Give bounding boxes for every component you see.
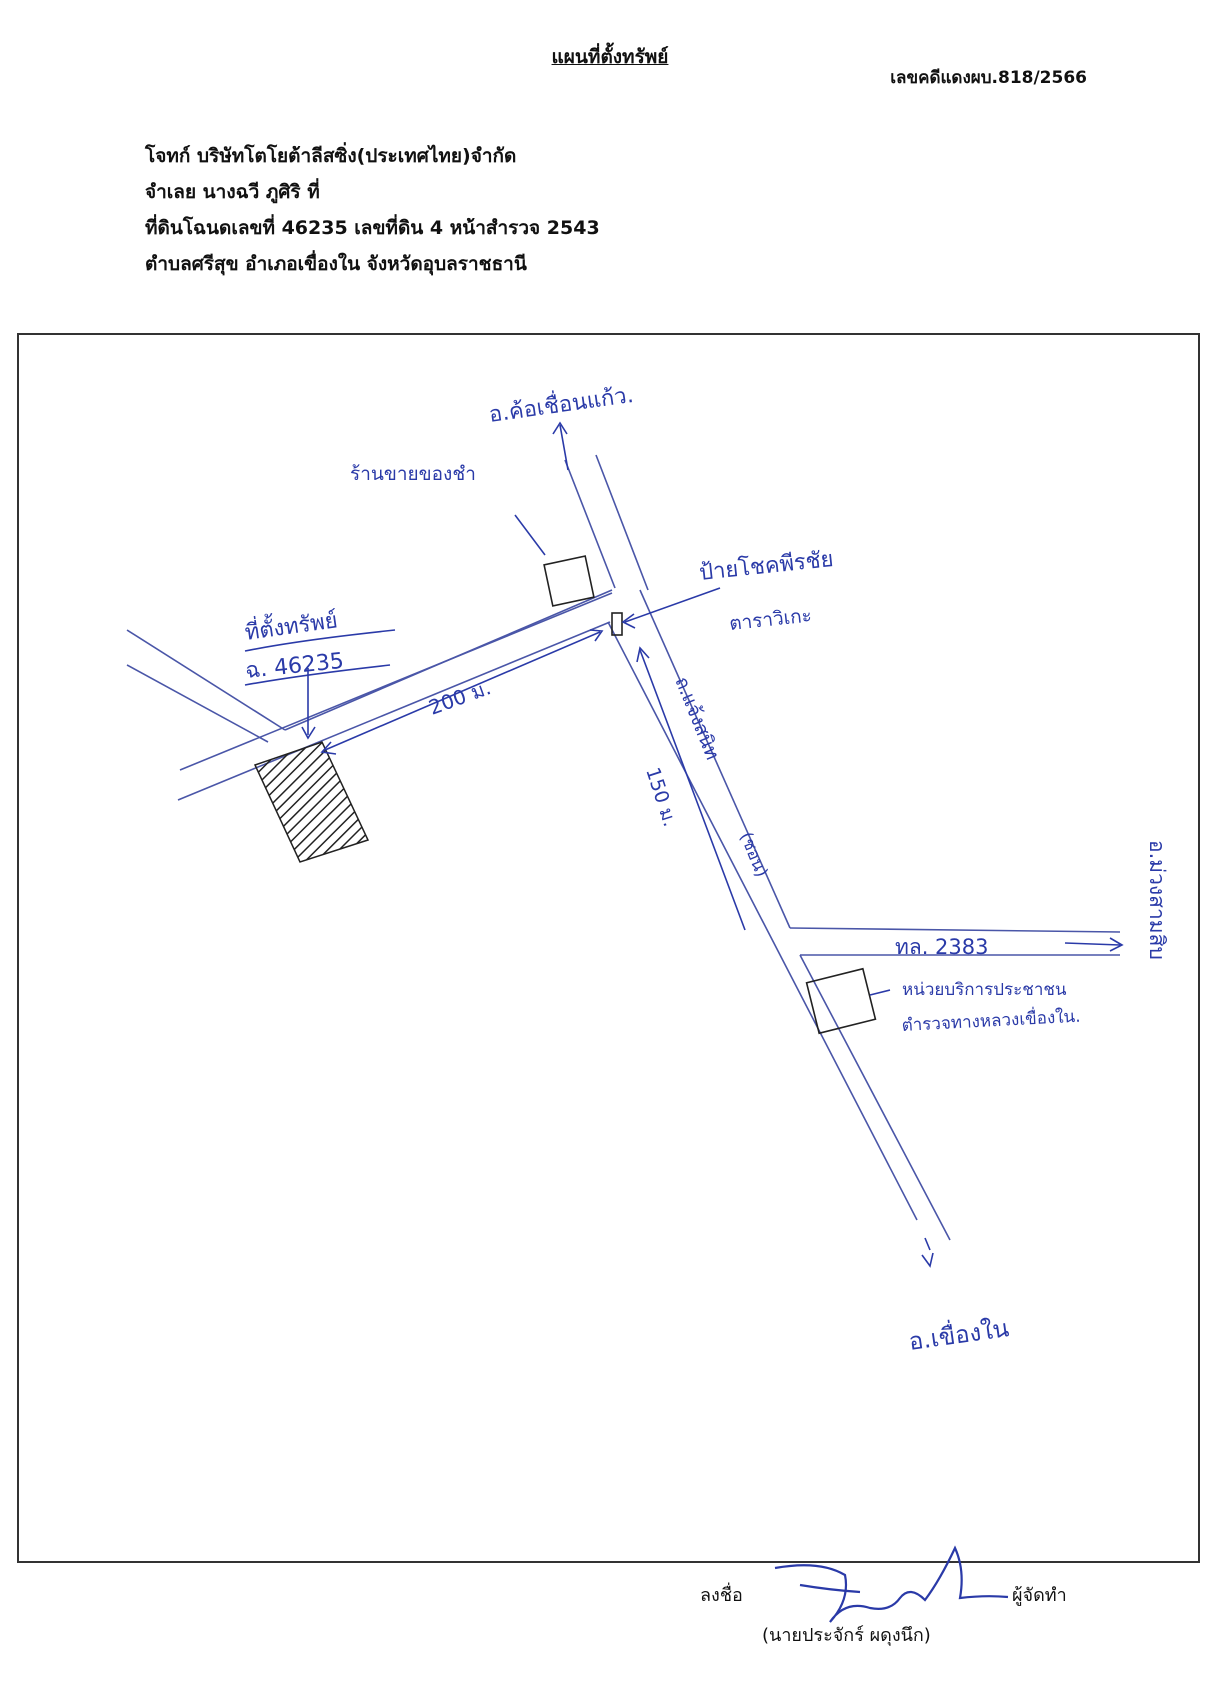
property-parcel	[253, 741, 370, 863]
main-road-right-edge-mid	[639, 589, 791, 929]
signpost-pointer	[624, 587, 721, 623]
signature-role: ผู้จัดทำ	[1012, 1585, 1067, 1606]
property-label: ที่ตั้งทรัพย์	[243, 604, 339, 646]
property-arrowhead	[301, 726, 316, 740]
main-road-left-edge-north	[564, 459, 616, 589]
highway-label: ทล. 2383	[895, 935, 989, 959]
property-info: โจทก์ บริษัทโตโยต้าลีสซิ่ง(ประเทศไทย)จำก…	[145, 138, 600, 282]
distance-200-arrowhead-east	[589, 629, 604, 642]
main-road-right-edge-north	[595, 454, 649, 591]
south-arrowhead	[921, 1252, 934, 1268]
north-destination-label: อ.ค้อเชื่อนแก้ว.	[487, 379, 635, 428]
document-title: แผนที่ตั้งทรัพย์	[551, 46, 669, 68]
signature-label: ลงชื่อ	[700, 1585, 743, 1606]
distance-150-label: 150 ม.	[641, 765, 681, 830]
distance-150-line	[639, 649, 746, 931]
service-unit-label-1: หน่วยบริการประชาชน	[902, 980, 1067, 1000]
service-unit-box	[805, 967, 877, 1035]
service-unit-label-2: ตำรวจทางหลวงเขื่องใน.	[901, 1004, 1081, 1036]
south-arrow-stub	[924, 1237, 931, 1251]
signpost-arrowhead	[621, 613, 636, 629]
signpost-label: ป้ายโชคพีรชัย	[698, 546, 835, 586]
shop-label: ร้านขายของชำ	[350, 463, 476, 485]
distance-200-label: 200 ม.	[426, 675, 494, 719]
north-arrow-line	[559, 424, 569, 471]
shop-box	[543, 555, 595, 607]
service-unit-pointer	[869, 989, 891, 996]
branch-road-lower	[126, 664, 269, 743]
road-name-label: ถ.แจ้งสนิท	[670, 674, 723, 763]
property-label-underline-2	[244, 664, 391, 686]
main-road	[564, 454, 951, 1241]
deed-line: ที่ดินโฉนดเลขที่ 46235 เลขที่ดิน 4 หน้าส…	[145, 217, 600, 239]
side-road	[126, 589, 613, 801]
location-line: ตำบลศรีสุข อำเภอเขื่องใน จังหวัดอุบลราชธ…	[145, 253, 527, 275]
east-destination-label: อ.ม่วงสามสิบ	[1145, 840, 1169, 960]
case-number: เลขคดีแดงผบ.818/2566	[890, 68, 1087, 88]
north-arrowhead	[552, 421, 568, 435]
highway-2383	[789, 927, 1121, 956]
signpost-sub-label: ตาราวิเกะ	[728, 604, 813, 635]
distance-200-line	[324, 631, 601, 751]
main-road-left-edge	[607, 621, 918, 1221]
property-label-underline-1	[244, 629, 396, 652]
plaintiff-line: โจทก์ บริษัทโตโยต้าลีสซิ่ง(ประเทศไทย)จำก…	[145, 145, 517, 167]
deed-label: ฉ. 46235	[244, 649, 345, 684]
east-arrow-line	[1064, 942, 1121, 946]
defendant-line: จำเลย นางฉวี ภูศิริ ที่	[145, 181, 320, 203]
shop-pointer	[514, 514, 546, 556]
side-road-mid-edge	[179, 592, 613, 771]
signpost-mark	[611, 612, 623, 636]
main-road-right-edge-south	[799, 954, 951, 1241]
distance-200-arrowhead-west	[320, 741, 337, 755]
side-road-lower-edge	[177, 621, 611, 801]
map-frame	[17, 333, 1200, 1563]
south-destination-label: อ.เขื่องใน	[907, 1311, 1011, 1356]
distance-150-arrowhead-north	[636, 646, 650, 663]
signature-scribble	[774, 1545, 1009, 1623]
branch-road-upper	[126, 629, 286, 731]
east-arrowhead	[1109, 937, 1124, 952]
annotation-lines	[244, 421, 1124, 1268]
road-code-label: (ชอน)	[735, 829, 771, 880]
signatory-name: (นายประจักร์ ผดุงนึก)	[762, 1625, 931, 1646]
